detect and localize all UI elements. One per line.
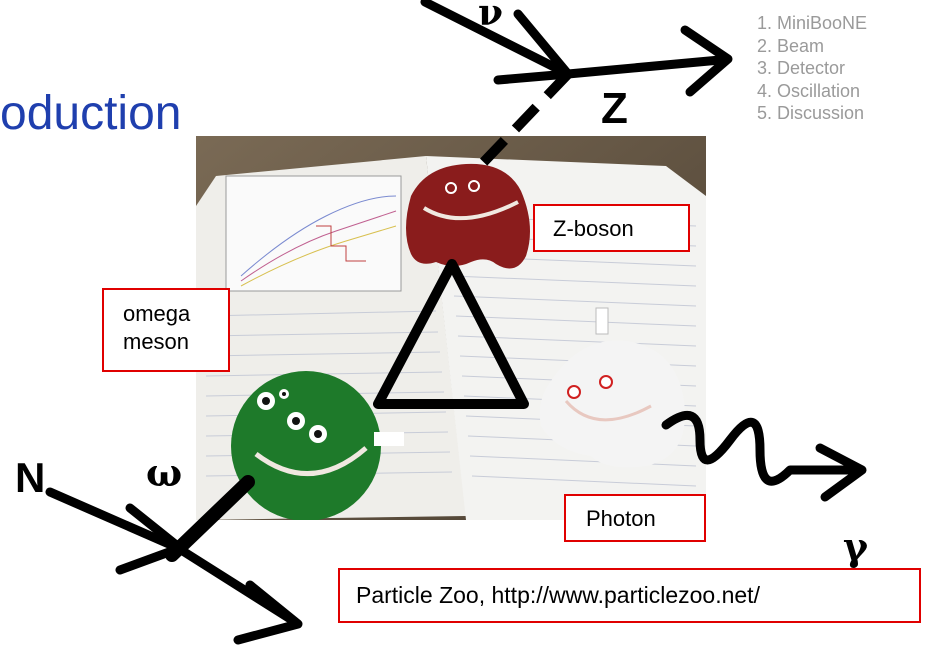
triangle-loop (378, 264, 524, 404)
neutrino-out-line (568, 60, 720, 74)
z-propagator (478, 74, 568, 168)
neutrino-symbol: ν (478, 0, 503, 34)
omega-symbol: ω (146, 450, 182, 495)
nucleon-symbol: N (15, 454, 45, 502)
omega-line (172, 482, 248, 555)
omega-label-line2: meson (123, 328, 228, 356)
z-symbol: Z (601, 84, 628, 134)
credit-label: Particle Zoo, http://www.particlezoo.net… (338, 568, 921, 623)
nucleon-in-line (50, 492, 178, 548)
gamma-symbol: γ (843, 524, 868, 569)
z-boson-label: Z-boson (533, 204, 690, 252)
photon-label: Photon (564, 494, 706, 542)
photon-wave (666, 415, 860, 481)
omega-label-line1: omega (123, 300, 228, 328)
omega-meson-label: omega meson (102, 288, 230, 372)
